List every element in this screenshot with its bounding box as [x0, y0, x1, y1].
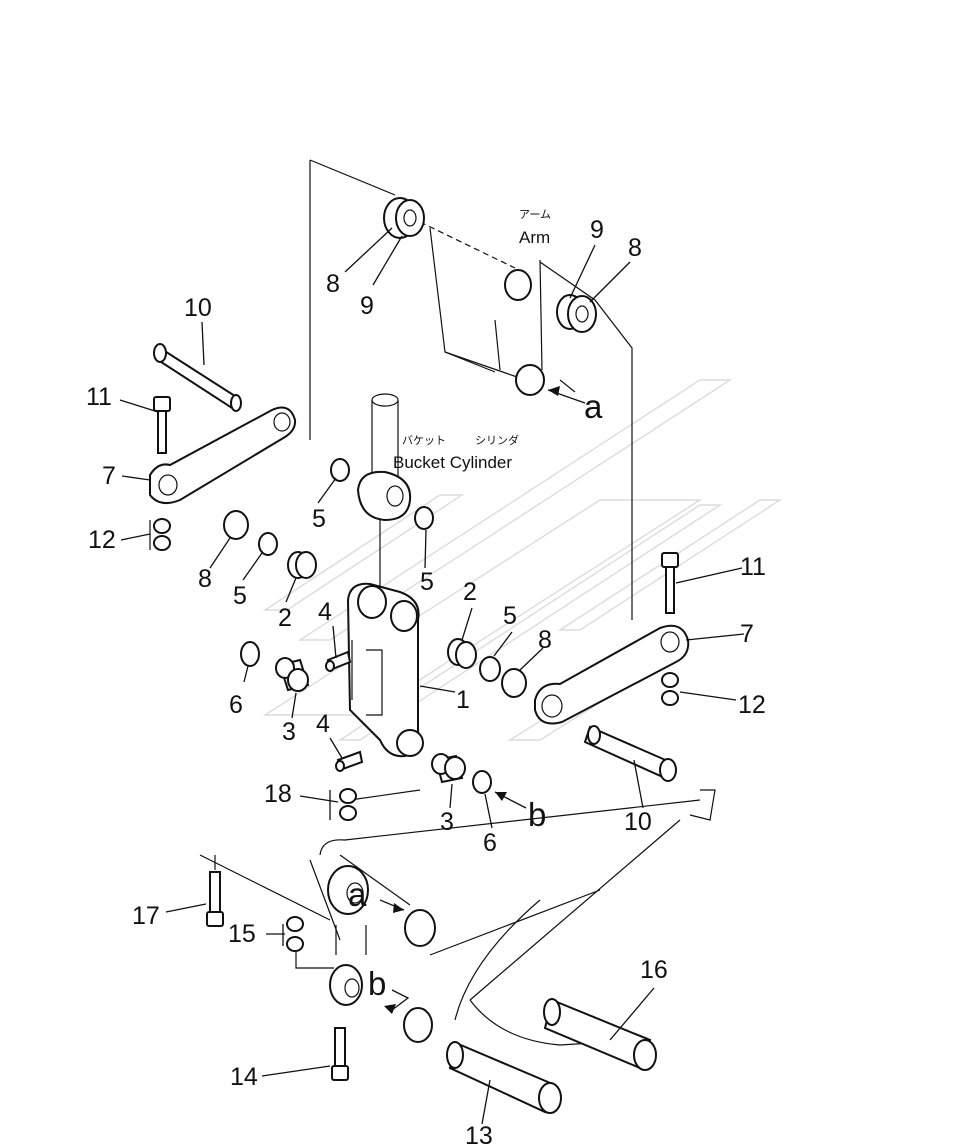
bushing-3-right — [431, 753, 466, 784]
callout-9: 9 — [360, 292, 374, 320]
marker-a-bucket: a — [348, 876, 367, 913]
marker-b-upper: b — [528, 796, 546, 833]
seal-6-right — [472, 770, 492, 794]
callout-11: 11 — [86, 383, 112, 411]
nuts-right — [661, 672, 679, 706]
callout-14: 14 — [230, 1063, 258, 1091]
callout-6: 6 — [483, 829, 497, 857]
callout-5: 5 — [233, 582, 247, 610]
callout-1: 1 — [456, 686, 470, 714]
callout-16: 16 — [640, 956, 668, 984]
callout-8: 8 — [198, 565, 212, 593]
callout-7: 7 — [740, 620, 754, 648]
bucket-cylinder — [356, 393, 412, 595]
pin-right — [583, 725, 677, 782]
grease-fitting-upper — [325, 650, 352, 672]
link-left — [149, 406, 297, 505]
arm-label-jp: アーム — [519, 208, 551, 221]
callout-8: 8 — [326, 270, 340, 298]
callout-17: 17 — [132, 902, 160, 930]
bushing-3-left — [275, 657, 310, 692]
callout-15: 15 — [228, 920, 256, 948]
callout-8: 8 — [538, 626, 552, 654]
bolt-17 — [206, 871, 224, 927]
link-1 — [346, 582, 424, 758]
nuts-18 — [339, 788, 357, 821]
bolt-right — [661, 552, 679, 614]
arm-bore-top — [504, 269, 532, 301]
callout-4: 4 — [316, 710, 330, 738]
callout-3: 3 — [282, 718, 296, 746]
callout-10: 10 — [624, 808, 652, 836]
callout-3: 3 — [440, 808, 454, 836]
bucket-cylinder-label: Bucket Cylinder — [393, 453, 512, 472]
callout-8: 8 — [628, 234, 642, 262]
callout-9: 9 — [590, 216, 604, 244]
marker-b-bucket: b — [368, 965, 386, 1002]
bolt-upper-left — [153, 396, 171, 454]
spacer-2-right — [447, 638, 477, 669]
callout-12: 12 — [738, 691, 766, 719]
washer-pair-top-right — [556, 294, 597, 333]
callout-2: 2 — [278, 604, 292, 632]
nuts-15 — [286, 916, 334, 969]
arm-assembly — [309, 159, 633, 620]
washer-8-left — [223, 510, 249, 540]
callout-5: 5 — [312, 505, 326, 533]
bushing-5-c — [258, 532, 278, 556]
nuts-left — [149, 518, 171, 551]
arm-label: Arm — [519, 228, 550, 247]
pin-upper-left — [153, 343, 242, 412]
callout-5: 5 — [420, 568, 434, 596]
callout-18: 18 — [264, 780, 292, 808]
callout-10: 10 — [184, 294, 212, 322]
callout-7: 7 — [102, 462, 116, 490]
pin-13 — [446, 1041, 562, 1114]
callout-5: 5 — [503, 602, 517, 630]
arm-bore-a — [515, 364, 545, 396]
bushing-5-a — [330, 458, 350, 482]
bushing-5-b — [414, 506, 434, 530]
spacer-2-left — [287, 551, 317, 579]
leader-lines — [119, 227, 745, 1125]
bucket — [199, 789, 716, 1046]
washer-pair-top-left — [383, 197, 425, 239]
callout-4: 4 — [318, 598, 332, 626]
callout-12: 12 — [88, 526, 116, 554]
seal-6-left — [240, 641, 260, 667]
marker-a-arm: a — [584, 388, 603, 425]
callout-11: 11 — [740, 553, 766, 581]
callout-13: 13 — [465, 1122, 493, 1148]
grease-fitting-lower — [335, 750, 364, 772]
washer-8-right — [501, 668, 527, 698]
bucket-label-jp: バケット — [402, 434, 446, 447]
callout-2: 2 — [463, 578, 477, 606]
callout-6: 6 — [229, 691, 243, 719]
cylinder-label-jp: シリンダ — [475, 433, 519, 447]
pin-16 — [543, 998, 657, 1071]
bushing-5-d — [479, 656, 501, 682]
bolt-14 — [331, 1027, 349, 1081]
